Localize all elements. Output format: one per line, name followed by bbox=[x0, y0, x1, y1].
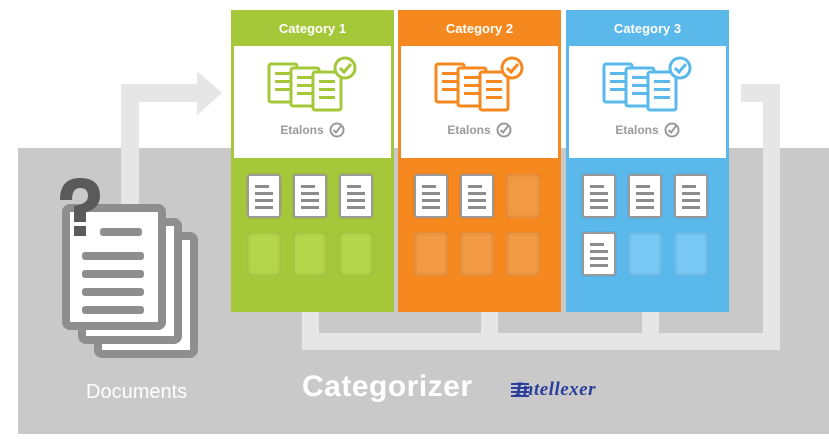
arrow-segment bbox=[481, 312, 498, 350]
documents-label: Documents bbox=[86, 381, 188, 403]
arrow-segment bbox=[121, 84, 139, 224]
question-documents-icon bbox=[60, 178, 198, 358]
empty-slot bbox=[414, 232, 448, 276]
document-slots bbox=[582, 174, 717, 276]
document-line bbox=[422, 185, 436, 188]
check-circle-icon bbox=[664, 122, 680, 138]
etalons-box: Etalons bbox=[234, 46, 391, 158]
document-line bbox=[255, 199, 273, 202]
etalons-label: Etalons bbox=[234, 122, 391, 138]
empty-slot bbox=[674, 232, 708, 276]
document-slots bbox=[414, 174, 549, 276]
document-icon bbox=[460, 174, 494, 218]
document-line bbox=[468, 199, 486, 202]
document-line bbox=[468, 206, 486, 209]
etalons-text: Etalons bbox=[447, 123, 491, 137]
document-icon bbox=[414, 174, 448, 218]
document-line bbox=[590, 199, 608, 202]
document-icon bbox=[293, 174, 327, 218]
document-line bbox=[255, 206, 273, 209]
document-line bbox=[422, 199, 440, 202]
category-1-panel: Category 1 Etalons bbox=[231, 10, 394, 312]
document-line bbox=[636, 199, 654, 202]
document-line bbox=[636, 206, 654, 209]
check-circle-icon bbox=[496, 122, 512, 138]
document-line bbox=[422, 192, 440, 195]
document-line bbox=[682, 185, 696, 188]
etalon-documents-icon bbox=[602, 56, 692, 112]
document-line bbox=[301, 199, 319, 202]
document-line bbox=[255, 192, 273, 195]
category-3-panel: Category 3 Etalons bbox=[566, 10, 729, 312]
document-line bbox=[347, 199, 365, 202]
document-line bbox=[347, 192, 365, 195]
document-line bbox=[422, 206, 440, 209]
arrow-segment bbox=[763, 84, 780, 350]
document-line bbox=[301, 206, 319, 209]
etalons-box: Etalons bbox=[401, 46, 558, 158]
product-title: Categorizer bbox=[302, 370, 473, 403]
document-line bbox=[301, 185, 315, 188]
empty-slot bbox=[506, 232, 540, 276]
document-icon bbox=[339, 174, 373, 218]
empty-slot bbox=[628, 232, 662, 276]
etalons-text: Etalons bbox=[615, 123, 659, 137]
document-icon bbox=[582, 232, 616, 276]
category-2-title: Category 2 bbox=[445, 20, 514, 36]
document-line bbox=[636, 192, 654, 195]
document-line bbox=[590, 206, 608, 209]
document-line bbox=[636, 185, 650, 188]
arrow-segment bbox=[642, 312, 659, 350]
category-2-panel: Category 2 Etalons bbox=[398, 10, 561, 312]
intellexer-logo: Intellexer bbox=[511, 377, 653, 403]
empty-slot bbox=[339, 232, 373, 276]
document-icon bbox=[247, 174, 281, 218]
document-line bbox=[347, 185, 361, 188]
document-line bbox=[590, 192, 608, 195]
brand-lines bbox=[511, 383, 529, 397]
document-icon bbox=[582, 174, 616, 218]
empty-slot bbox=[506, 174, 540, 218]
etalons-text: Etalons bbox=[280, 123, 324, 137]
etalon-documents-icon bbox=[434, 56, 524, 112]
arrow-segment bbox=[302, 312, 319, 350]
document-line bbox=[590, 243, 604, 246]
document-line bbox=[590, 257, 608, 260]
arrow-head bbox=[197, 71, 222, 115]
check-circle-icon bbox=[329, 122, 345, 138]
document-line bbox=[590, 185, 604, 188]
etalons-box: Etalons bbox=[569, 46, 726, 158]
document-line bbox=[682, 192, 700, 195]
etalons-label: Etalons bbox=[401, 122, 558, 138]
arrow-segment bbox=[302, 333, 780, 350]
category-1-title: Category 1 bbox=[278, 20, 347, 36]
document-icon bbox=[674, 174, 708, 218]
category-3-title: Category 3 bbox=[613, 20, 682, 36]
document-line bbox=[347, 206, 365, 209]
document-line bbox=[590, 250, 608, 253]
document-line bbox=[301, 192, 319, 195]
document-line bbox=[468, 185, 482, 188]
document-line bbox=[682, 199, 700, 202]
document-icon bbox=[628, 174, 662, 218]
etalons-label: Etalons bbox=[569, 122, 726, 138]
etalon-documents-icon bbox=[267, 56, 357, 112]
document-line bbox=[682, 206, 700, 209]
document-line bbox=[590, 264, 608, 267]
brand-wordmark: Intellexer bbox=[515, 379, 596, 400]
empty-slot bbox=[460, 232, 494, 276]
empty-slot bbox=[247, 232, 281, 276]
document-line bbox=[255, 185, 269, 188]
arrow-segment bbox=[121, 84, 201, 102]
document-line bbox=[468, 192, 486, 195]
document-slots bbox=[247, 174, 382, 276]
empty-slot bbox=[293, 232, 327, 276]
